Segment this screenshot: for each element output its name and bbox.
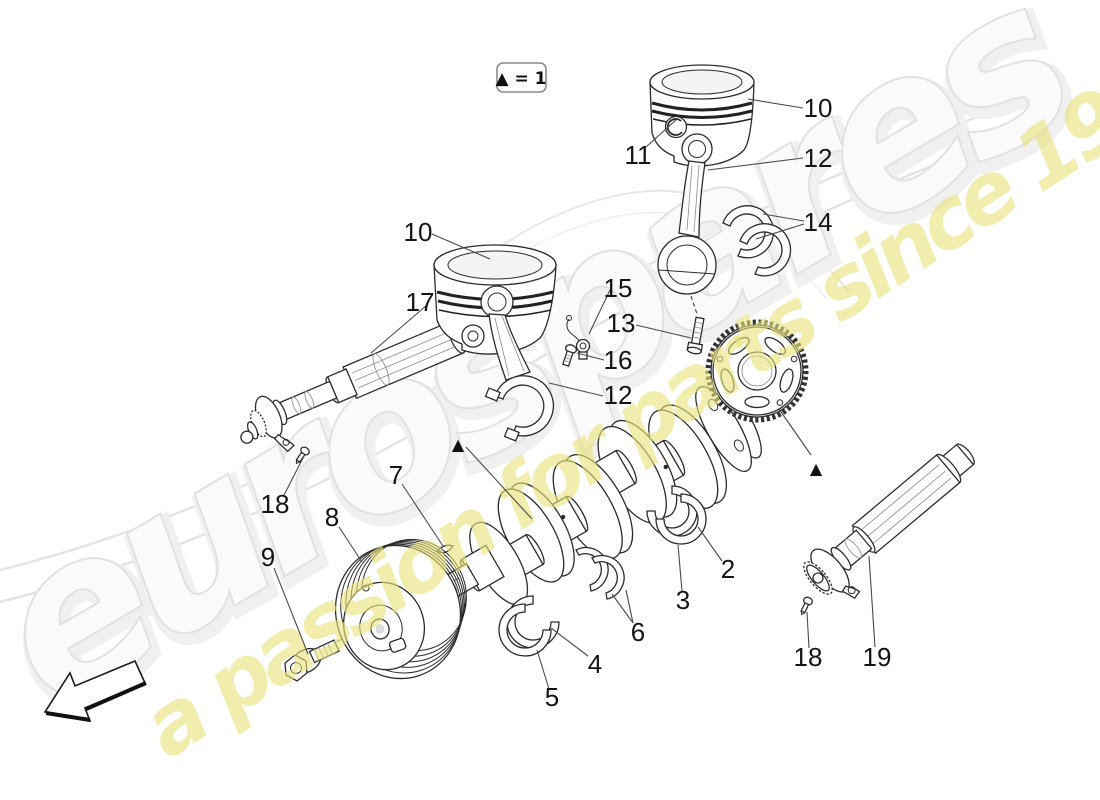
pulley-bolt [284, 639, 340, 682]
triangle-marker-right: ▲ [810, 459, 823, 478]
crank-pulley [316, 538, 467, 680]
part-label-6[interactable]: 6 [631, 617, 645, 647]
thrust-washers [575, 546, 625, 600]
part-label-19[interactable]: 19 [863, 642, 892, 672]
part-labels: 10 11 12 14 10 17 15 13 16 12 7 8 9 18 2… [261, 93, 892, 712]
part-label-4[interactable]: 4 [588, 649, 602, 679]
timing-sprocket [705, 319, 809, 423]
part-label-2[interactable]: 2 [721, 554, 735, 584]
part-label-14[interactable]: 14 [804, 207, 833, 237]
part-label-7[interactable]: 7 [389, 460, 403, 490]
legend-text: ▲ = 1 [496, 69, 547, 89]
part-label-16[interactable]: 16 [604, 345, 633, 375]
connecting-rod-middle [480, 285, 554, 442]
balance-shaft-right [803, 443, 975, 600]
piston-top [649, 64, 755, 167]
watermark-brand: eurospares eurospares [0, 0, 1100, 768]
part-label-17[interactable]: 17 [406, 287, 435, 317]
part-label-12-top[interactable]: 12 [804, 143, 833, 173]
part-label-13[interactable]: 13 [607, 308, 636, 338]
main-bearing-shells-left [498, 595, 560, 657]
legend: ▲ = 1 [496, 62, 547, 93]
crankshaft [442, 383, 762, 606]
part-label-9[interactable]: 9 [261, 542, 275, 572]
leader-lines [273, 98, 876, 690]
direction-arrow [43, 659, 147, 723]
part-label-10-mid[interactable]: 10 [404, 217, 433, 247]
part-label-10-top[interactable]: 10 [804, 93, 833, 123]
part-label-15[interactable]: 15 [604, 273, 633, 303]
part-label-12-mid[interactable]: 12 [604, 380, 633, 410]
part-label-11[interactable]: 11 [625, 140, 652, 170]
part-label-18-right[interactable]: 18 [794, 642, 823, 672]
part-label-18-left[interactable]: 18 [261, 489, 290, 519]
screw-18-right [800, 596, 813, 616]
triangle-marker-left: ▲ [452, 435, 465, 454]
main-bearing-shells-right [646, 485, 707, 545]
rod-bolt-13 [686, 316, 705, 355]
balance-shaft-left [240, 320, 466, 453]
squirter-bolt [562, 344, 578, 367]
oil-squirter [566, 315, 591, 360]
rod-bearing-shells [722, 205, 792, 277]
part-label-5[interactable]: 5 [545, 682, 559, 712]
connecting-rod-top [657, 133, 717, 315]
part-label-8[interactable]: 8 [325, 502, 339, 532]
part-label-3[interactable]: 3 [676, 585, 690, 615]
